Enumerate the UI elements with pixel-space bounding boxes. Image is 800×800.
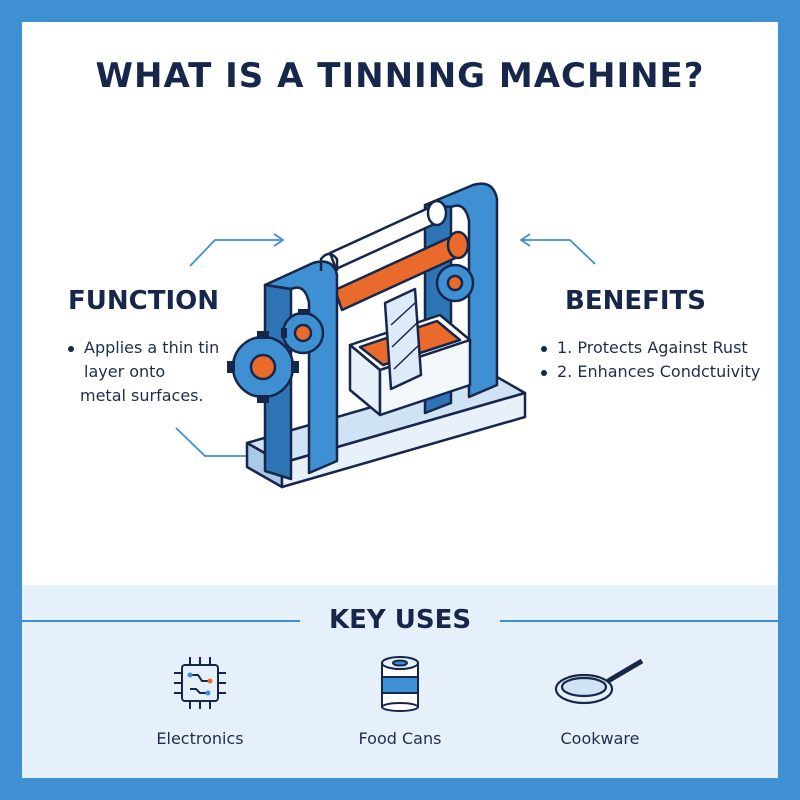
tinning-machine-illustration [227, 182, 527, 489]
use-label: Electronics [156, 729, 244, 748]
front-frame [263, 260, 339, 475]
benefits-arrowhead [519, 233, 531, 247]
function-line-2: layer onto [84, 362, 166, 381]
function-heading: FUNCTION [68, 286, 219, 316]
gear-tooth [257, 331, 269, 339]
frying-pan-icon [554, 658, 644, 705]
gear-tooth [291, 361, 299, 373]
benefit-item: 1. Protects Against Rust [541, 336, 760, 360]
benefits-arrow [522, 239, 596, 265]
bullet-icon [541, 345, 547, 352]
function-line-1: Applies a thin tin [68, 338, 219, 357]
bullet-icon [541, 369, 547, 376]
lifting-hook [319, 252, 339, 271]
key-uses-panel: KEY USES Electronics [22, 585, 778, 778]
back-frame [423, 182, 499, 399]
use-item-cookware: Cookware [520, 653, 680, 748]
function-description: Applies a thin tin layer onto metal surf… [68, 336, 268, 408]
bullet-icon [68, 345, 74, 352]
use-label: Food Cans [358, 729, 442, 748]
use-item-electronics: Electronics [120, 653, 280, 748]
use-label: Cookware [560, 729, 640, 748]
benefits-list: 1. Protects Against Rust 2. Enhances Con… [541, 336, 760, 384]
top-roller-end [426, 199, 448, 227]
food-can-icon [381, 656, 419, 712]
gear-tooth [257, 395, 269, 403]
divider-left [22, 620, 300, 622]
machine-base-front [280, 391, 527, 489]
metal-strip [383, 287, 423, 391]
gear-tooth [227, 361, 235, 373]
function-line-3: metal surfaces. [80, 386, 204, 405]
key-uses-heading: KEY USES [328, 605, 472, 635]
benefit-item: 2. Enhances Condctuivity [541, 360, 760, 384]
divider-right [500, 620, 778, 622]
gear-tooth [298, 309, 308, 315]
use-item-food-cans: Food Cans [320, 653, 480, 748]
tin-bath-front [378, 338, 472, 417]
function-bottom-line [175, 427, 262, 457]
orange-roller-end [446, 230, 470, 260]
benefits-heading: BENEFITS [565, 286, 706, 316]
function-top-arrow [189, 239, 282, 267]
gear-tooth [281, 328, 287, 338]
function-top-arrowhead [273, 233, 285, 247]
circuit-chip-icon [174, 657, 226, 709]
page-title: WHAT IS A TINNING MACHINE? [95, 56, 705, 96]
